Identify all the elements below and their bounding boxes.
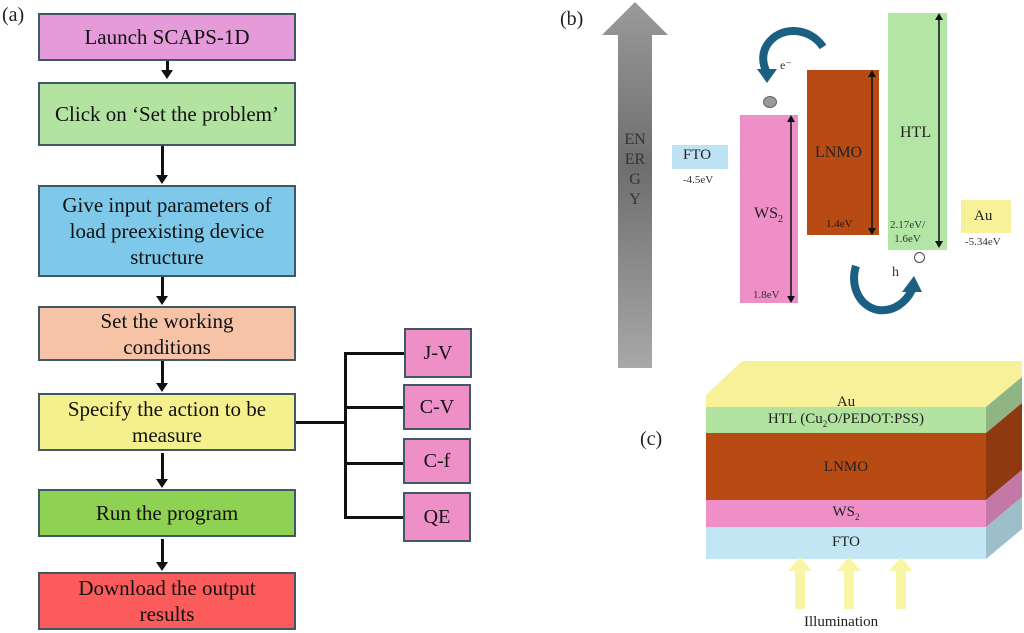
- flow-step-text: Give input parameters of load preexistin…: [62, 193, 272, 269]
- fto-front-face: [706, 527, 986, 559]
- flow-step-specify-action: Specify the action to be measure: [38, 393, 296, 451]
- flow-step-text: Run the program: [95, 501, 239, 525]
- measurement-cv: C-V: [403, 384, 471, 430]
- flow-connector: [161, 361, 164, 384]
- fto-label: FTO: [683, 147, 712, 163]
- htl-side-face: [986, 377, 1022, 433]
- fto-level: [672, 145, 728, 169]
- htl-layer: HTL (Cu2O/PEDOT:PSS): [706, 407, 986, 433]
- ws2-bandgap-arrow-icon: [787, 115, 795, 303]
- lnmo-bandgap: 1.4eV: [826, 218, 853, 230]
- htl-front-face: [706, 407, 986, 433]
- flow-step-text: Launch SCAPS-1D: [84, 25, 250, 49]
- flow-step-text: Set the working conditions: [100, 308, 234, 359]
- hole-transfer-arrow-icon: [850, 264, 922, 315]
- panel-a-label: (a): [2, 4, 25, 26]
- htl-band: [888, 13, 947, 250]
- flow-step-run-program: Run the program: [38, 489, 296, 537]
- flow-connector: [161, 453, 164, 480]
- device-stack-3d: [706, 361, 1022, 559]
- ws2-front-face: [706, 500, 986, 527]
- branch-connector: [344, 406, 404, 409]
- arrow-down-icon: [161, 70, 173, 79]
- illumination-label: Illumination: [804, 614, 879, 630]
- au-label: Au: [974, 208, 993, 224]
- fto-side-face: [986, 497, 1022, 559]
- flow-step-input-parameters: Give input parameters of load preexistin…: [38, 185, 296, 277]
- lnmo-label: LNMO: [815, 144, 863, 161]
- ws2-band: [740, 115, 798, 303]
- flow-connector: [166, 61, 169, 71]
- au-layer: Au: [706, 392, 986, 414]
- measurement-qe: QE: [403, 492, 471, 542]
- flow-step-text: Download the output results: [78, 576, 256, 626]
- fto-layer: FTO: [706, 527, 986, 559]
- measurement-cf: C-f: [403, 438, 471, 484]
- flow-step-set-problem: Click on ‘Set the problem’: [38, 82, 296, 146]
- branch-trunk: [344, 352, 347, 518]
- lnmo-bandgap-arrow-icon: [868, 70, 876, 235]
- ws2-label: WS2: [754, 205, 783, 226]
- illumination-arrow-icon: [889, 557, 913, 609]
- lnmo-front-face: [706, 433, 986, 500]
- flow-step-launch: Launch SCAPS-1D: [38, 13, 296, 61]
- fto-energy-value: -4.5eV: [683, 174, 714, 186]
- electron-transfer-arrow-icon: [757, 27, 827, 83]
- hole-icon: [914, 252, 925, 263]
- electron-label: e⁻: [780, 58, 792, 72]
- flow-step-working-conditions: Set the working conditions: [38, 306, 296, 361]
- branch-connector: [344, 516, 404, 519]
- lnmo-side-face: [986, 403, 1022, 500]
- flow-step-text: Click on ‘Set the problem’: [55, 102, 279, 126]
- energy-arrow-icon: [602, 2, 668, 368]
- ws2-bandgap: 1.8eV: [753, 289, 780, 301]
- flow-step-text: Specify the action to be measure: [67, 397, 267, 447]
- arrow-down-icon: [156, 296, 168, 305]
- lnmo-band: [807, 70, 879, 235]
- measurement-label: C-f: [423, 449, 451, 472]
- measurement-label: J-V: [423, 341, 453, 364]
- lnmo-layer: LNMO: [706, 433, 986, 500]
- flow-connector: [161, 539, 164, 563]
- arrow-down-icon: [156, 175, 168, 184]
- arrow-down-icon: [156, 562, 168, 571]
- panel-c-label: (c): [640, 428, 663, 450]
- flow-connector: [161, 146, 164, 176]
- energy-axis-label: ENERGY: [624, 131, 646, 208]
- arrow-down-icon: [156, 479, 168, 488]
- flow-step-download-results: Download the output results: [38, 572, 296, 630]
- htl-bandgap-arrow-icon: [935, 13, 943, 248]
- measurement-label: QE: [423, 505, 451, 528]
- ws2-layer-label: WS2: [832, 504, 860, 522]
- au-top-face: [706, 361, 1022, 407]
- flow-connector: [161, 277, 164, 297]
- measurement-label: C-V: [419, 395, 455, 418]
- panel-b-label: (b): [560, 8, 584, 30]
- branch-connector: [344, 462, 404, 465]
- measurement-jv: J-V: [404, 328, 472, 378]
- htl-bandgap: 2.17eV/1.6eV: [890, 219, 926, 245]
- fto-layer-label: FTO: [831, 534, 861, 550]
- branch-connector: [296, 421, 346, 424]
- illumination-arrow-icon: [837, 557, 861, 609]
- lnmo-layer-label: LNMO: [823, 459, 869, 475]
- au-layer-label: Au: [836, 394, 856, 410]
- illumination-arrow-icon: [788, 557, 812, 609]
- htl-layer-label: HTL (Cu2O/PEDOT:PSS): [767, 411, 925, 429]
- au-level: [961, 200, 1011, 233]
- ws2-side-face: [986, 470, 1022, 527]
- hole-label: h: [892, 265, 899, 280]
- electron-icon: [763, 96, 777, 108]
- arrow-down-icon: [156, 383, 168, 392]
- ws2-layer: WS2: [706, 500, 986, 527]
- au-energy-value: -5.34eV: [965, 236, 1001, 248]
- htl-label: HTL: [900, 124, 932, 141]
- branch-connector: [344, 352, 404, 355]
